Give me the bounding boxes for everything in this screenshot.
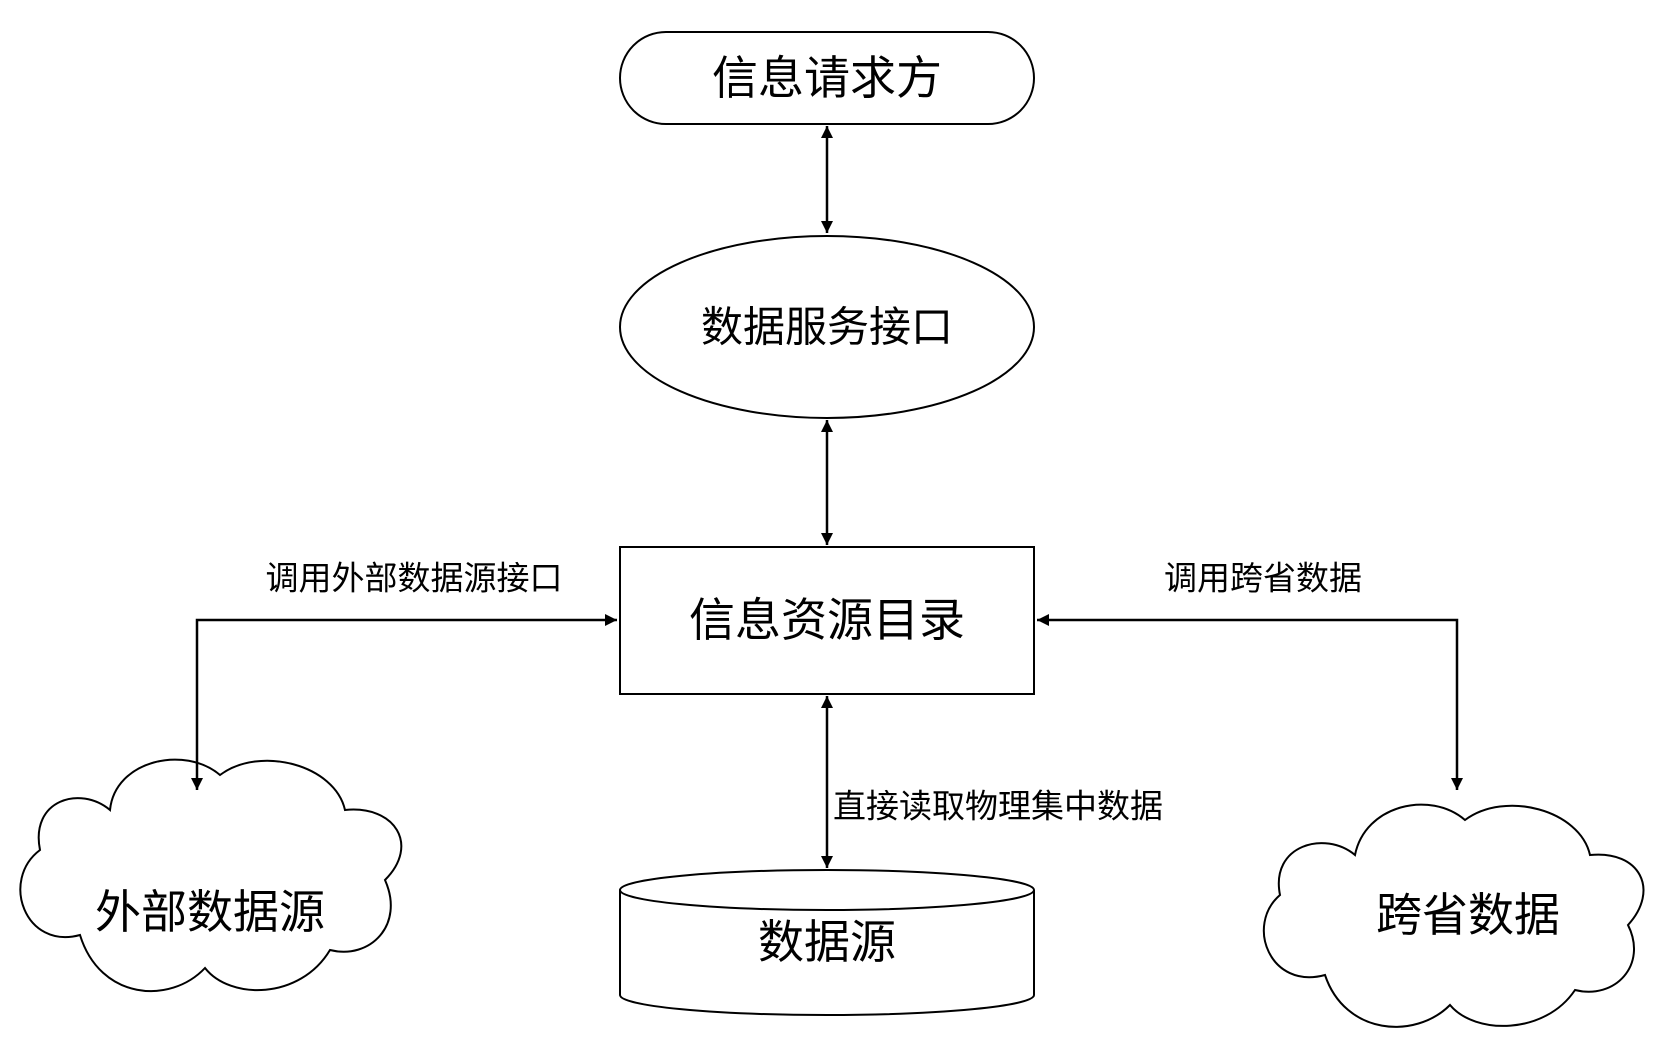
edge-label-direct-read: 直接读取物理集中数据 — [833, 787, 1163, 826]
node-info-resource-catalog: 信息资源目录 — [619, 546, 1035, 695]
node-info-resource-catalog-label: 信息资源目录 — [689, 593, 965, 647]
node-data-service-interface-label: 数据服务接口 — [701, 303, 953, 352]
node-info-requester: 信息请求方 — [619, 31, 1035, 125]
node-data-source-label: 数据源 — [758, 915, 896, 969]
node-cross-province-data-label: 跨省数据 — [1376, 888, 1560, 942]
edge-label-call-cross-province: 调用跨省数据 — [1164, 559, 1362, 598]
edge-catalog-cross-province — [1037, 614, 1463, 790]
edge-label-call-external: 调用外部数据源接口 — [266, 559, 563, 598]
node-external-data-source-label: 外部数据源 — [95, 885, 325, 939]
node-external-data-source: 外部数据源 — [19, 758, 403, 993]
node-data-service-interface: 数据服务接口 — [619, 235, 1035, 419]
node-data-source: 数据源 — [619, 869, 1035, 1016]
node-cross-province-data: 跨省数据 — [1262, 803, 1645, 1028]
edge-catalog-external — [191, 614, 617, 790]
node-info-requester-label: 信息请求方 — [712, 51, 942, 105]
